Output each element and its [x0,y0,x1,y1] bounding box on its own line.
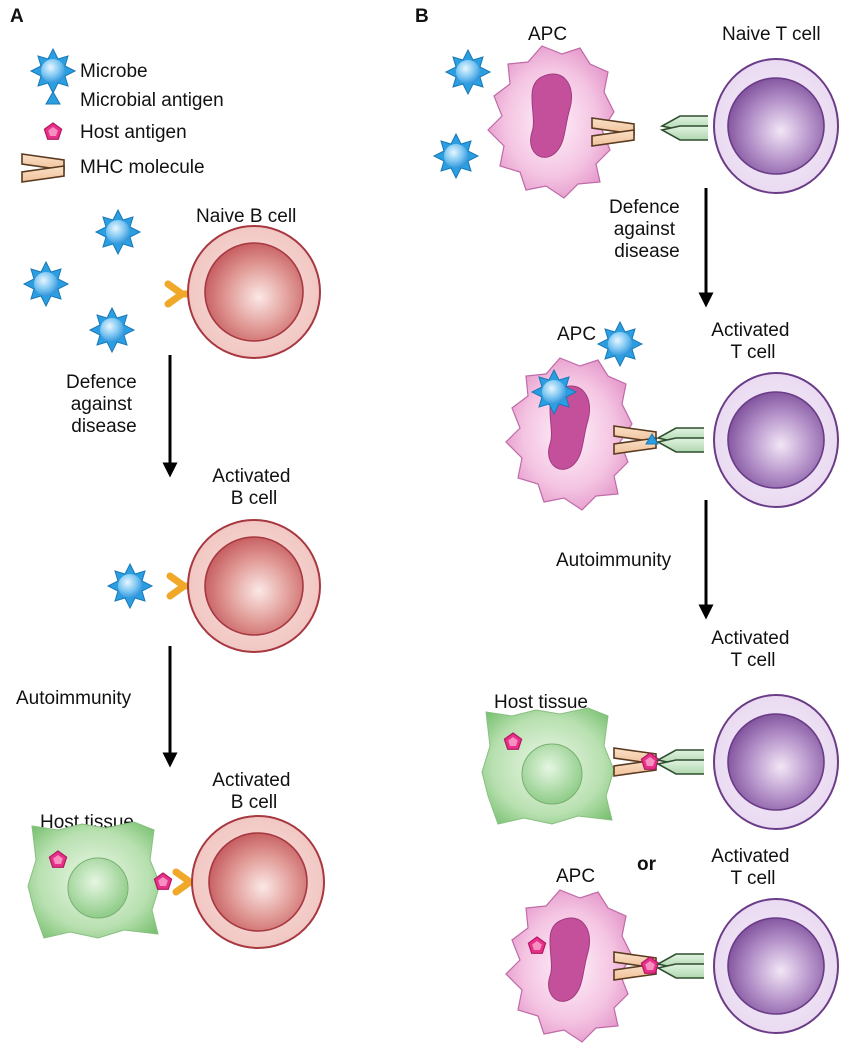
t-cell-receptor-icon [657,953,705,979]
label-activated-b-cell-1: Activated B cell [212,466,295,509]
microbe-icon [445,49,491,95]
legend-mhc-molecule: MHC molecule [80,157,205,178]
microbe-icon [531,369,577,415]
host-antigen-icon [43,122,63,140]
panel-a: Naive B cell Defence against disease Act… [16,206,325,949]
panel-a-label: A [10,6,24,27]
label-activated-t-cell-3: Activated T cell [711,846,794,889]
microbe-icon [30,48,76,94]
legend: Microbe Microbial antigen Host antigen M… [21,48,224,183]
naive-t-cell [713,58,839,194]
microbe-icon [433,133,479,179]
microbe-icon [23,261,69,307]
naive-b-cell [187,225,321,359]
activated-b-cell-1 [187,519,321,653]
label-or: or [637,854,657,875]
panel-b-label: B [415,6,429,27]
legend-host-antigen: Host antigen [80,122,187,143]
label-naive-b-cell: Naive B cell [196,206,296,227]
label-autoimmunity-b: Autoimmunity [556,550,672,571]
label-naive-t-cell: Naive T cell [722,24,821,45]
microbial-antigen-icon [645,433,659,445]
label-autoimmunity-a: Autoimmunity [16,688,132,709]
activated-t-cell-3 [713,898,839,1034]
activated-t-cell-2 [713,694,839,830]
host-tissue-cell [481,707,615,825]
microbe-icon [597,321,643,367]
host-tissue-cell [27,821,161,939]
label-defence-a: Defence against disease [66,372,142,437]
microbe-icon [107,563,153,609]
label-apc-2: APC [557,324,596,345]
label-apc-3: APC [556,866,595,887]
activated-t-cell-1 [713,372,839,508]
label-apc-1: APC [528,24,567,45]
apc-cell-2 [505,357,633,511]
microbe-icon [95,209,141,255]
label-activated-t-cell-2: Activated T cell [711,628,794,671]
t-cell-receptor-icon [657,749,705,775]
microbial-antigen-icon [45,91,61,105]
activated-b-cell-2 [191,815,325,949]
label-activated-t-cell-1: Activated T cell [711,320,794,363]
t-cell-receptor-icon [657,427,705,453]
legend-microbe: Microbe [80,61,148,82]
label-defence-b: Defence against disease [609,197,685,262]
mhc-molecule-icon [21,153,65,183]
apc-cell-3 [505,889,633,1043]
microbe-icon [89,307,135,353]
t-cell-receptor-icon [661,115,709,141]
host-antigen-icon [153,872,173,890]
legend-microbial-antigen: Microbial antigen [80,90,224,111]
panel-b: APC Naive T cell Defence against disease… [433,24,839,1043]
label-host-tissue-b: Host tissue [494,692,588,713]
label-activated-b-cell-2: Activated B cell [212,770,295,813]
